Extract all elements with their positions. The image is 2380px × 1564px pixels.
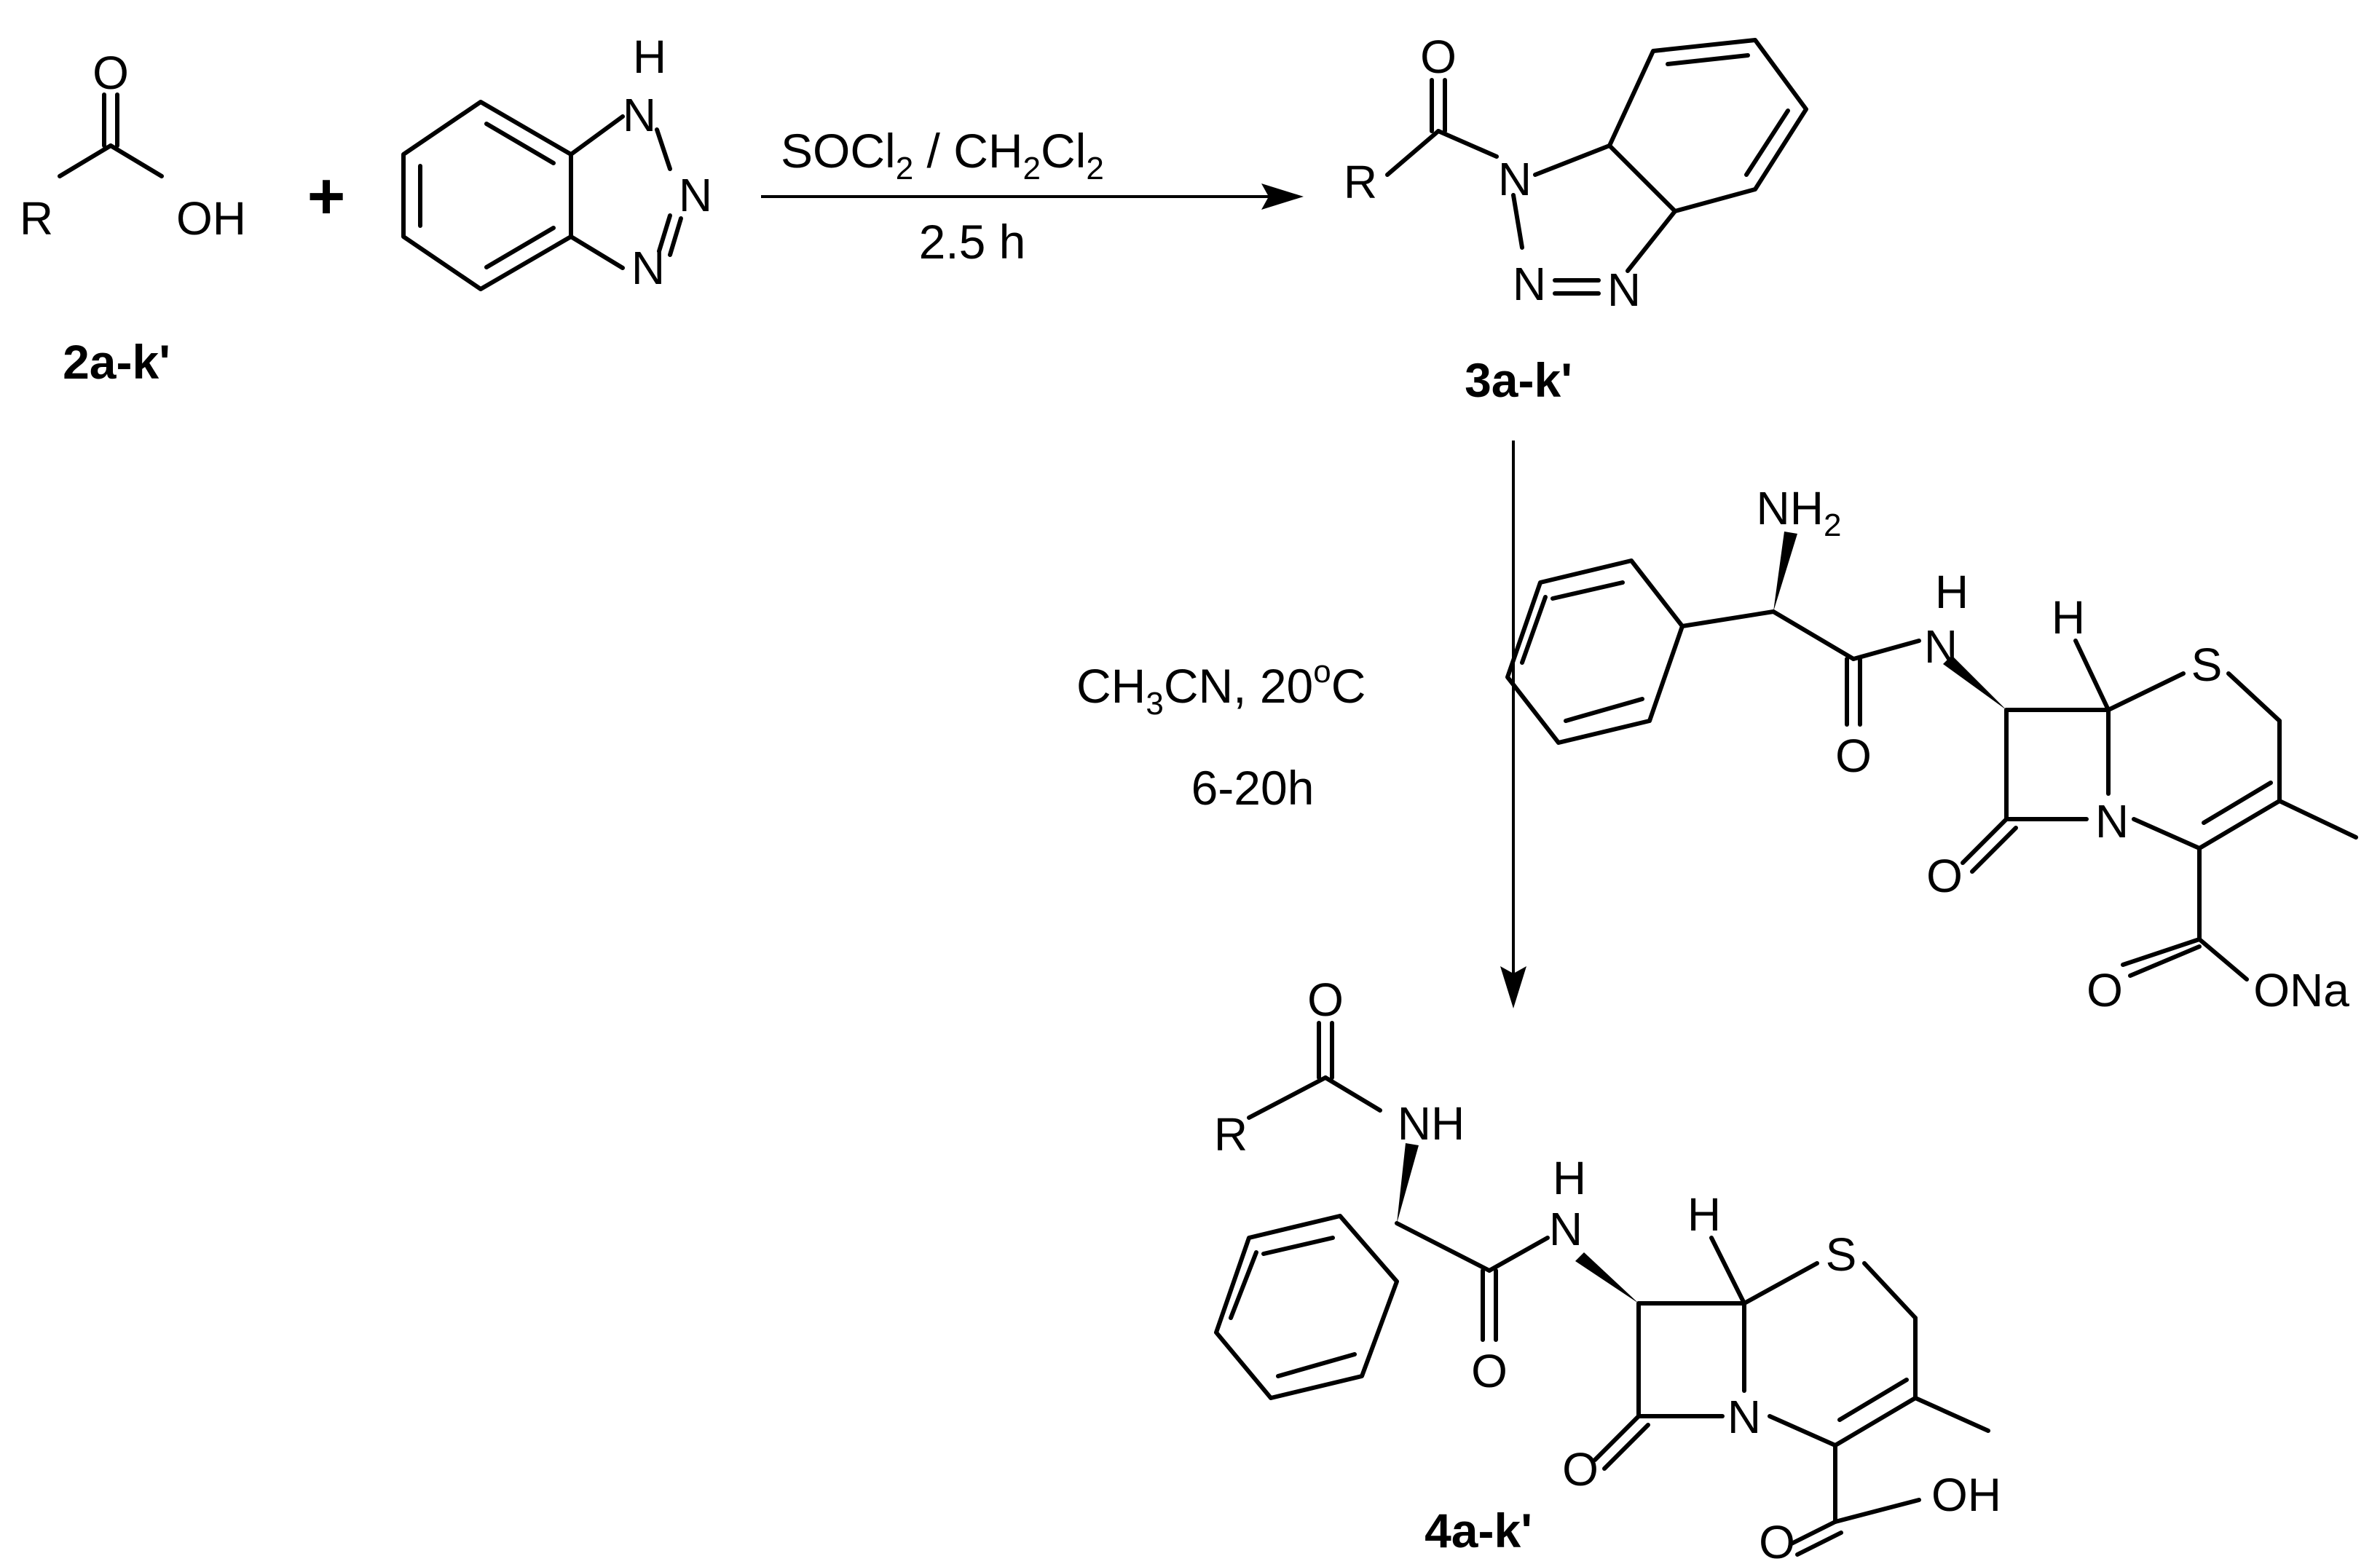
nh2-base: NH bbox=[1757, 482, 1824, 534]
atom-h: H bbox=[633, 31, 666, 83]
plus-sign: + bbox=[307, 160, 346, 233]
atom-r: R bbox=[20, 192, 53, 245]
atom-o: O bbox=[1926, 850, 1963, 902]
temp-unit: C bbox=[1331, 659, 1366, 713]
atom-nh: NH bbox=[1398, 1097, 1465, 1150]
nh2-subscript: 2 bbox=[1824, 507, 1841, 543]
atom-oh: OH bbox=[1931, 1469, 2001, 1521]
ch3cn-part1: CH bbox=[1076, 659, 1146, 713]
atom-o: O bbox=[1471, 1345, 1508, 1397]
reaction-arrow-step2 bbox=[1500, 441, 1526, 1008]
atom-s: S bbox=[2191, 639, 2223, 691]
atom-n: N bbox=[1924, 620, 1958, 673]
atom-h: H bbox=[1687, 1188, 1721, 1241]
compound-label-3: 3a-k' bbox=[1465, 353, 1572, 407]
carboxylic-acid-structure: O R OH bbox=[20, 47, 246, 245]
atom-n2: N bbox=[679, 169, 712, 221]
atom-nh2: NH2 bbox=[1757, 482, 1842, 543]
atom-n: N bbox=[2095, 795, 2129, 848]
socl2-base: SOCl bbox=[781, 124, 896, 178]
atom-n1: N bbox=[1498, 153, 1532, 205]
atom-o: O bbox=[1420, 31, 1457, 83]
atom-r: R bbox=[1344, 156, 1377, 208]
atom-o: O bbox=[1307, 973, 1344, 1026]
atom-n: N bbox=[1549, 1203, 1583, 1255]
reaction-arrow-step1 bbox=[761, 183, 1304, 210]
cephalexin-sodium-structure: NH2 H N O H S N O O ONa bbox=[1505, 482, 2358, 1016]
compound-label-2: 2a-k' bbox=[63, 335, 170, 389]
atom-o: O bbox=[2087, 964, 2123, 1016]
atom-ona: ONa bbox=[2253, 964, 2349, 1016]
product-structure: O R NH H N O H S N O O OH bbox=[1214, 973, 2001, 1564]
step1-reagents: SOCl2 / CH2Cl2 bbox=[781, 124, 1104, 186]
ch2cl2-subscript1: 2 bbox=[1023, 151, 1041, 186]
atom-h: H bbox=[1553, 1152, 1586, 1204]
degree-superscript: o bbox=[1313, 654, 1331, 690]
ch2cl2-part1: CH bbox=[953, 124, 1022, 178]
acylbenzotriazole-structure: O R N N N bbox=[1344, 31, 1808, 316]
atom-n2: N bbox=[1513, 258, 1546, 310]
atom-r: R bbox=[1214, 1108, 1248, 1161]
ch3cn-part2: CN, 20 bbox=[1164, 659, 1313, 713]
atom-o: O bbox=[1759, 1516, 1795, 1564]
ch2cl2-subscript2: 2 bbox=[1086, 151, 1103, 186]
atom-o: O bbox=[1562, 1443, 1599, 1496]
atom-h: H bbox=[1935, 566, 1969, 618]
step2-solvent: CH3CN, 20oC bbox=[1076, 654, 1366, 722]
atom-n3: N bbox=[1607, 264, 1641, 316]
step2-time: 6-20h bbox=[1191, 761, 1315, 815]
atom-oh: OH bbox=[176, 192, 246, 245]
benzotriazole-structure: H N N N bbox=[401, 31, 712, 294]
atom-s: S bbox=[1826, 1228, 1857, 1281]
compound-label-4: 4a-k' bbox=[1425, 1504, 1532, 1557]
socl2-subscript: 2 bbox=[896, 151, 913, 186]
ch2cl2-part2: Cl bbox=[1041, 124, 1086, 178]
reagent-separator: / bbox=[913, 124, 953, 178]
step1-time: 2.5 h bbox=[919, 215, 1026, 269]
atom-n1: N bbox=[623, 89, 656, 141]
atom-o: O bbox=[92, 47, 129, 99]
ch3cn-subscript: 3 bbox=[1146, 686, 1163, 722]
atom-n3: N bbox=[631, 242, 665, 294]
atom-o: O bbox=[1835, 730, 1872, 782]
atom-h: H bbox=[2052, 591, 2085, 644]
atom-n: N bbox=[1727, 1391, 1761, 1443]
